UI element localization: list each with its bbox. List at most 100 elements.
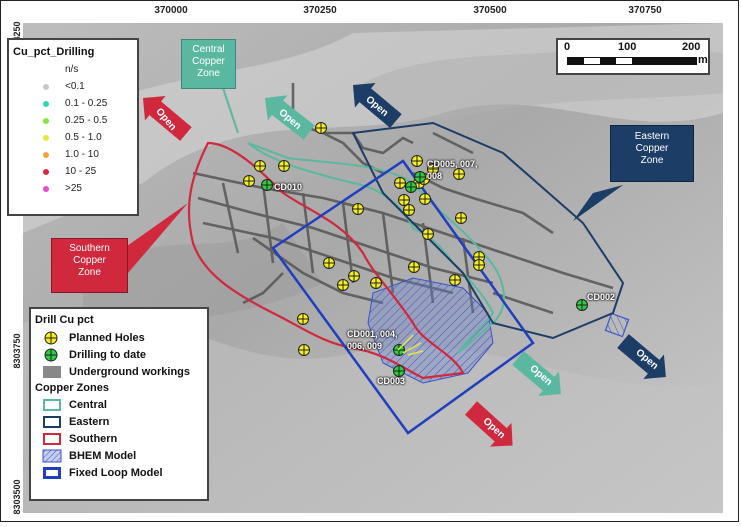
planned-hole-marker bbox=[427, 163, 439, 175]
x-tick-label: 370500 bbox=[473, 5, 507, 16]
legend-bhem: BHEM Model bbox=[35, 447, 203, 464]
southern-callout-pointer bbox=[120, 203, 188, 273]
planned-hole-marker bbox=[419, 193, 431, 205]
legend-fixed-loop: Fixed Loop Model bbox=[35, 464, 203, 481]
cu-class-row: <0.1 bbox=[13, 78, 133, 95]
cu-class-row: >25 bbox=[13, 180, 133, 197]
planned-hole-marker bbox=[352, 203, 364, 215]
hole-label-cd005: CD005, 007, bbox=[427, 159, 478, 169]
legend-planned-holes: Planned Holes bbox=[35, 329, 203, 346]
drill-traces bbox=[397, 334, 424, 356]
planned-hole-marker bbox=[408, 261, 420, 273]
cu-class-swatch bbox=[43, 151, 49, 158]
eastern-zone-label-line: Eastern bbox=[634, 131, 670, 142]
scale-label-100: 100 bbox=[618, 41, 637, 53]
planned-hole-marker bbox=[243, 175, 255, 187]
y-tick-label: 8303750 bbox=[12, 333, 22, 369]
planned-hole-symbol bbox=[44, 331, 58, 344]
drilled-holes-layer bbox=[261, 171, 588, 377]
southern-zone-label: Southern Copper Zone bbox=[51, 238, 128, 293]
cu-class-swatch bbox=[43, 117, 49, 124]
planned-hole-marker bbox=[323, 257, 335, 269]
planned-hole-marker bbox=[398, 194, 410, 206]
hole-label-cd001: CD001, 004, bbox=[347, 329, 398, 339]
planned-hole-marker bbox=[254, 160, 266, 172]
planned-hole-marker bbox=[411, 155, 423, 167]
drill-cu-pct-title: Drill Cu pct bbox=[35, 314, 94, 326]
planned-hole-marker bbox=[455, 212, 467, 224]
bhem-model-plate-east bbox=[604, 312, 630, 338]
hole-label-cd005b: 008 bbox=[427, 171, 443, 181]
scale-bar: 0 100 200 m bbox=[556, 38, 710, 75]
planned-hole-marker bbox=[298, 344, 310, 356]
cu-class-swatch bbox=[43, 168, 49, 175]
drilled-hole-marker bbox=[414, 171, 426, 183]
open-arrow-southern-nw bbox=[143, 96, 192, 141]
cu-class-row: 10 - 25 bbox=[13, 163, 133, 180]
planned-hole-marker bbox=[370, 277, 382, 289]
hole-label-cd001b: 006, 009 bbox=[347, 341, 383, 351]
cu-class-row: 0.1 - 0.25 bbox=[13, 95, 133, 112]
central-zone-label-line: Copper bbox=[192, 56, 225, 67]
planned-hole-marker bbox=[422, 228, 434, 240]
cu-class-label: <0.1 bbox=[65, 81, 85, 92]
hole-label-cd010: CD010 bbox=[274, 182, 303, 192]
cu-class-swatch bbox=[43, 83, 49, 90]
cu-class-label: >25 bbox=[65, 183, 82, 194]
cu-pct-legend-title: Cu_pct_Drilling bbox=[13, 46, 95, 58]
southern-zone-outline bbox=[187, 141, 465, 380]
planned-hole-marker bbox=[453, 168, 465, 180]
open-arrow-eastern-nw bbox=[353, 83, 402, 128]
legend-eastern-label: Eastern bbox=[69, 415, 110, 428]
legend-central-label: Central bbox=[69, 398, 107, 411]
drilled-hole-marker bbox=[405, 181, 417, 193]
legend-underground: Underground workings bbox=[35, 363, 203, 380]
hole-label-cd002: CD002 bbox=[587, 292, 616, 302]
legend-underground-label: Underground workings bbox=[69, 365, 190, 378]
central-zone-label: Central Copper Zone bbox=[181, 39, 236, 89]
eastern-zone-label-line: Copper bbox=[635, 143, 669, 154]
cu-class-label: n/s bbox=[65, 64, 79, 75]
planned-hole-marker bbox=[403, 204, 415, 216]
legend-fixed-loop-label: Fixed Loop Model bbox=[69, 466, 163, 479]
planned-hole-marker bbox=[348, 270, 360, 282]
cu-class-swatch bbox=[43, 134, 49, 141]
planned-hole-marker bbox=[278, 160, 290, 172]
cu-class-label: 0.5 - 1.0 bbox=[65, 132, 102, 143]
planned-hole-marker bbox=[315, 122, 327, 134]
scale-label-0: 0 bbox=[564, 41, 571, 53]
central-zone-label-line: Zone bbox=[197, 68, 220, 79]
central-zone-label-line: Central bbox=[192, 44, 225, 55]
cu-class-label: 1.0 - 10 bbox=[65, 149, 99, 160]
open-arrow-central-se bbox=[512, 351, 561, 396]
scale-bar-graphic bbox=[567, 57, 697, 65]
scale-unit: m bbox=[698, 54, 708, 66]
drilled-hole-symbol bbox=[44, 348, 58, 361]
legend-eastern: Eastern bbox=[35, 413, 203, 430]
cu-class-swatch bbox=[43, 185, 49, 192]
planned-hole-marker bbox=[394, 177, 406, 189]
southern-zone-label-line: Copper bbox=[73, 255, 106, 266]
cu-class-label: 10 - 25 bbox=[65, 166, 97, 177]
legend-planned-label: Planned Holes bbox=[69, 331, 145, 344]
cu-class-row: 0.5 - 1.0 bbox=[13, 129, 133, 146]
eastern-zone-outline bbox=[351, 121, 625, 340]
x-tick-label: 370000 bbox=[154, 5, 188, 16]
planned-hole-marker bbox=[297, 313, 309, 325]
legend-southern: Southern bbox=[35, 430, 203, 447]
legend-drilling-to-date: Drilling to date bbox=[35, 346, 203, 363]
cu-class-label: 0.1 - 0.25 bbox=[65, 98, 108, 109]
drilled-hole-marker bbox=[576, 299, 588, 311]
cu-class-swatch bbox=[43, 100, 49, 107]
x-tick-label: 370750 bbox=[628, 5, 662, 16]
southern-zone-label-line: Southern bbox=[69, 243, 110, 254]
open-arrow-eastern-se bbox=[617, 334, 666, 379]
legend-southern-label: Southern bbox=[69, 432, 118, 445]
legend-bhem-label: BHEM Model bbox=[69, 449, 137, 462]
bhem-symbol bbox=[42, 449, 62, 462]
scale-label-200: 200 bbox=[682, 41, 701, 53]
planned-hole-marker bbox=[449, 274, 461, 286]
